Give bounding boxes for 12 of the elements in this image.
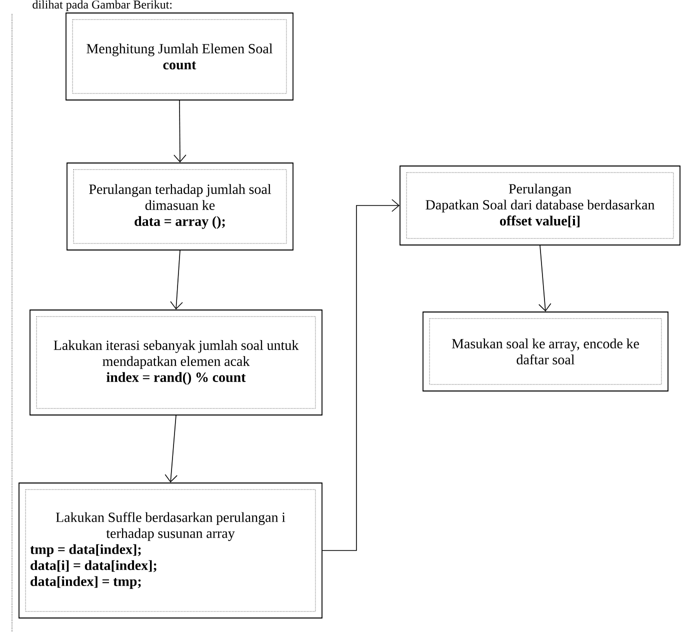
- process-box: Lakukan iterasi sebanyak jumlah soal untuk mendapatkan elemen acak index = rand() % count: [30, 310, 322, 416]
- process-box: Perulangan Dapatkan Soal dari database berdasarkan offset value[i]: [400, 166, 680, 246]
- process-box: Masukan soal ke array, encode ke daftar soal: [422, 312, 668, 392]
- arrow: [174, 100, 186, 163]
- process-box: Menghitung Jumlah Elemen Soal count: [66, 12, 294, 100]
- intro-text: dilihat pada Gambar Berikut:: [32, 0, 172, 12]
- process-box: Lakukan Suffle berdasarkan perulangan i terhadap susunan array tmp = data[index]; data[i] = data[index]; data[index] = tmp;: [18, 482, 322, 618]
- arrow: [170, 250, 183, 310]
- arrow: [164, 415, 178, 483]
- arrow: [538, 245, 552, 312]
- process-box: Perulangan terhadap jumlah soal dimasuan ke data = array ();: [66, 162, 294, 250]
- arrow: [322, 199, 400, 551]
